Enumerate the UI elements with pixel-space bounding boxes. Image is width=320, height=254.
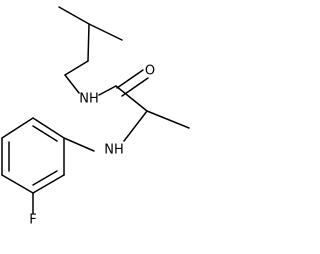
bond-carbonyl-alpha — [115, 85, 148, 112]
bond-alpha-methyl — [146, 110, 190, 129]
ring-double-bond-3 — [32, 170, 58, 186]
fluorine-label: F — [29, 213, 36, 228]
bond-carbonyl-o-1 — [116, 69, 144, 89]
bond-n-ring — [63, 137, 95, 152]
ring-bond-5 — [32, 174, 65, 194]
bond-ch-ch2 — [87, 23, 90, 62]
bond-carbonyl-o-2 — [121, 77, 149, 97]
ring-bond-4 — [1, 174, 34, 194]
bond-ch2-ch2 — [64, 60, 89, 76]
amine-nitrogen-label: NH — [104, 143, 124, 158]
bond-methyl-left — [58, 6, 90, 25]
ring-bond-1 — [32, 117, 65, 139]
ring-double-bond-1 — [32, 125, 58, 142]
oxygen-label: O — [145, 64, 155, 79]
ring-bond-2 — [1, 117, 34, 139]
amide-nitrogen-label: NH — [79, 92, 99, 107]
bond-alpha-n — [123, 110, 148, 142]
bond-n-carbonyl — [98, 85, 117, 96]
structural-formula: O NH NH F — [1, 6, 190, 228]
bond-methyl-right — [88, 23, 123, 41]
bond-ch2-n — [64, 74, 80, 94]
